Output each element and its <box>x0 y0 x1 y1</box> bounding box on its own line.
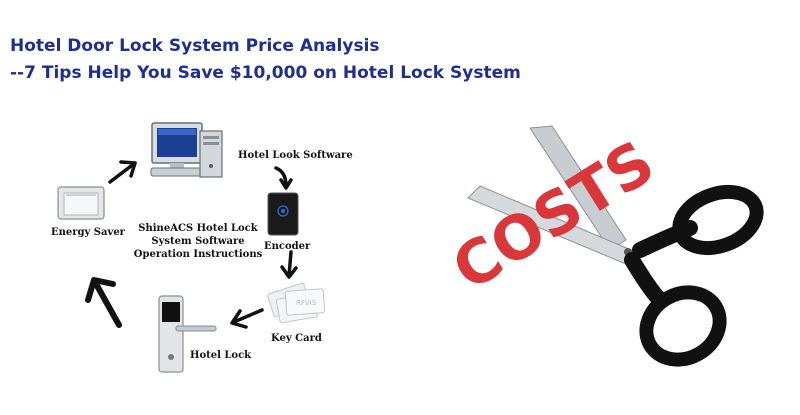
encoder-device-icon <box>267 192 299 236</box>
center-line-3: Operation Instructions <box>133 249 263 260</box>
energy-saver-icon <box>57 186 105 220</box>
hotel-lock-icon <box>158 295 217 373</box>
computer-icon <box>150 122 223 178</box>
key-card-label: Key Card <box>271 333 322 344</box>
arrow-to-encoder-icon <box>274 166 293 190</box>
card-brand-text: RFVIS <box>296 299 317 307</box>
hotel-lock-label: Hotel Lock <box>190 350 252 361</box>
software-label: Hotel Look Software <box>238 150 353 161</box>
key-card-icon: RFVIS <box>267 282 326 324</box>
arrow-to-energy-saver-icon <box>85 277 122 328</box>
arrow-to-key-card-icon <box>280 250 298 279</box>
scissor-handles-icon <box>624 184 764 367</box>
center-instructions: ShineACS Hotel Lock System Software Oper… <box>128 222 268 261</box>
encoder-label: Encoder <box>264 241 311 252</box>
scissors-icon <box>467 125 637 265</box>
article-subtitle: --7 Tips Help You Save $10,000 on Hotel … <box>10 63 521 83</box>
arrow-to-computer-icon <box>108 160 137 184</box>
arrow-to-lock-icon <box>230 308 264 329</box>
center-line-1: ShineACS Hotel Lock <box>138 223 258 234</box>
article-title: Hotel Door Lock System Price Analysis <box>10 36 380 56</box>
center-line-2: System Software <box>151 236 245 247</box>
energy-saver-label: Energy Saver <box>51 227 125 238</box>
